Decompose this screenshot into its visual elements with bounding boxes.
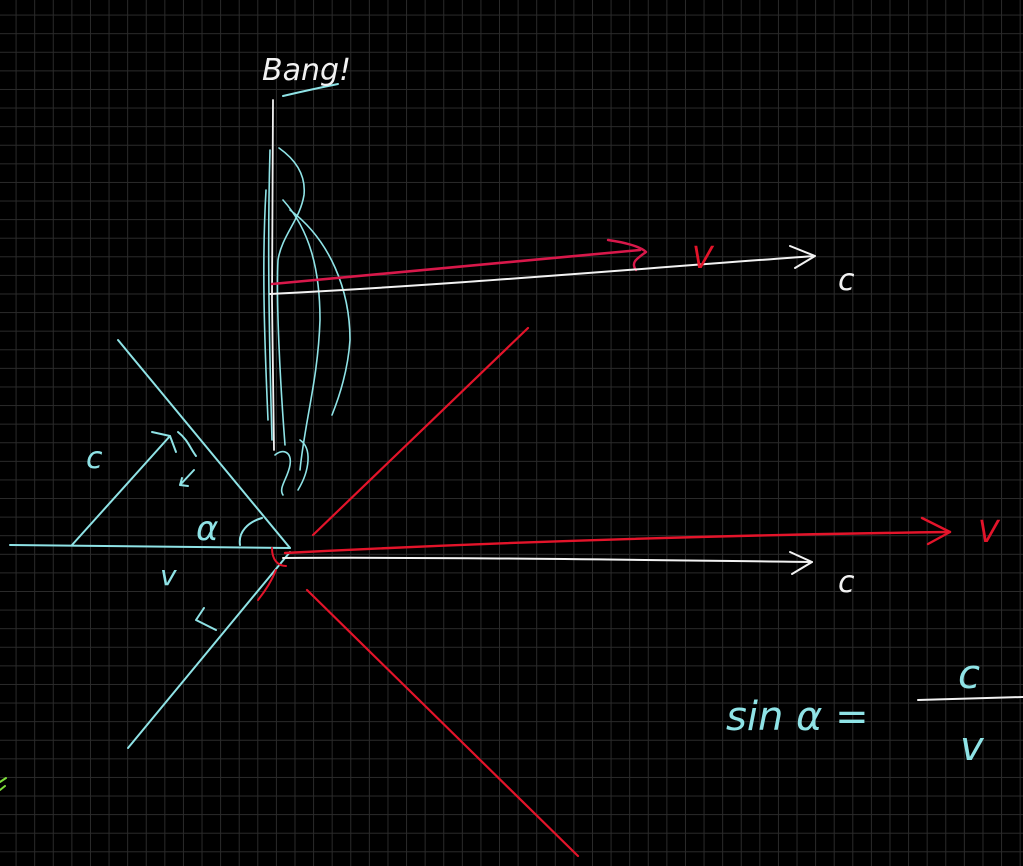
source-bang-group [263, 83, 816, 496]
perp-arrow-lower [195, 607, 217, 631]
wavefront-arc-5 [263, 189, 269, 421]
cone-edge-lower [127, 551, 291, 749]
upper-v-arrowhead [606, 238, 648, 272]
wavefront-squiggle [274, 439, 309, 496]
lower-v-arrowhead [920, 516, 952, 546]
lower-c-label: c [838, 565, 855, 600]
bang-underline [282, 83, 339, 97]
lower-v-label: V [978, 515, 1001, 550]
formula-lhs: sin α = [726, 694, 869, 740]
lower-c-ray [282, 556, 813, 563]
formula-denominator: v [960, 724, 985, 770]
upper-v-label: V [692, 241, 715, 276]
radius-c-arrow [151, 431, 197, 457]
cone-edge-upper [117, 339, 291, 549]
formula-numerator: c [958, 652, 980, 698]
upper-c-label: c [838, 263, 855, 298]
lower-c-arrowhead [789, 551, 813, 575]
radius-c-line [71, 435, 171, 546]
lower-v-ray [283, 530, 952, 555]
cone-c-label: c [86, 441, 103, 476]
bang-label: Bang! [262, 53, 351, 88]
wavefront-arc-3 [282, 199, 321, 471]
alpha-label: α [196, 509, 218, 549]
shock-cone-group [9, 326, 952, 858]
wavefront-arc-2 [276, 147, 305, 446]
alpha-arc [238, 517, 263, 546]
source-plane-line [271, 99, 275, 451]
formula-fraction-bar [917, 696, 1023, 701]
upper-v-ray [270, 248, 642, 286]
green-mark [0, 777, 7, 791]
cone-v-label: v [160, 559, 177, 592]
upper-c-ray [269, 255, 816, 295]
axis-line [9, 544, 291, 549]
wavefront-arc-4 [289, 209, 351, 416]
upper-c-arrowhead [789, 245, 816, 269]
wavefront-arc-1 [267, 149, 273, 441]
shock-line-lower [305, 588, 580, 858]
shock-line-upper [311, 326, 530, 537]
apex-mark [257, 547, 287, 601]
perp-arrow-upper [179, 469, 195, 487]
